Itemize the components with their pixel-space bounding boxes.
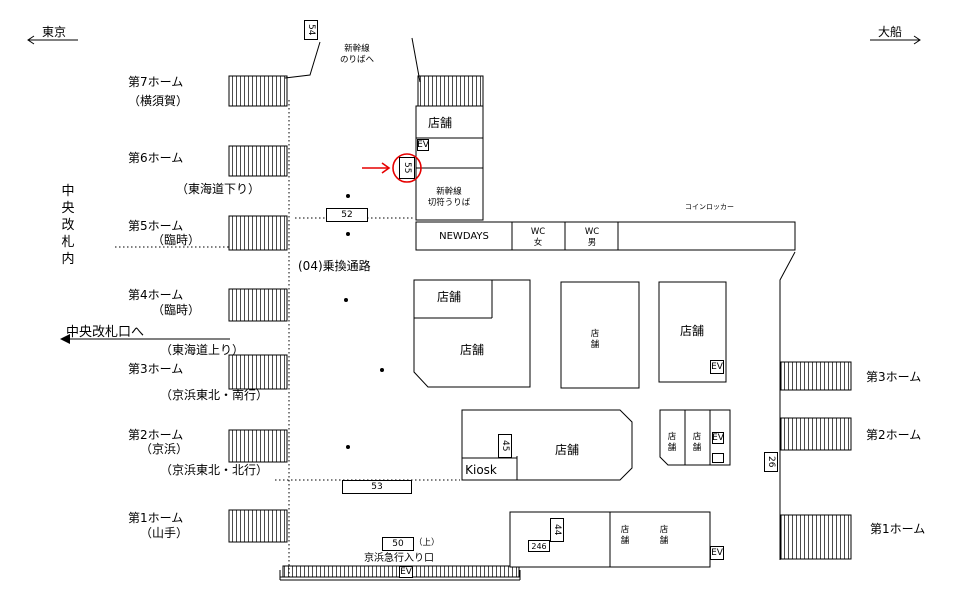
wc-men-label: WC 男 (584, 227, 600, 248)
central-gate-exit-label[interactable]: 中央改札口へ (66, 325, 145, 340)
platform-3-above: （東海道上り） (160, 343, 245, 357)
kiosk-label: Kiosk (465, 463, 497, 477)
shop-blocks (413, 279, 731, 568)
platform-6-label: 第6ホーム (128, 151, 184, 165)
exit-54-box: 54 (304, 20, 318, 40)
elevator-icon: EV (399, 566, 413, 578)
direction-tokyo: 東京 (42, 25, 67, 39)
platform-3-label: 第3ホーム (128, 362, 184, 376)
shop-label-f: 店 舗 (667, 432, 677, 453)
shop-label-h: 店 舗 (620, 525, 630, 546)
platform-5-label: 第5ホーム (128, 219, 184, 233)
platform-right-3-label: 第3ホーム (866, 370, 922, 384)
platform-2-sub2: （京浜東北・北行） (160, 463, 269, 477)
central-gate-inside-label: 中央改札内 (61, 184, 75, 267)
exit-50-note: （上） (414, 538, 440, 548)
exit-52-box: 52 (326, 208, 368, 222)
direction-arrow-right (870, 35, 921, 45)
exit-45-box: 45 (498, 434, 512, 458)
platform-right-2-label: 第2ホーム (866, 428, 922, 442)
platform-4-sub: （臨時） (152, 303, 201, 317)
exit-246-box: 246 (528, 540, 550, 552)
shop-label-b: 店舗 (459, 343, 485, 357)
exit-26-box: 26 (764, 452, 778, 472)
location-marker (362, 153, 422, 183)
shop-label-e: 店舗 (554, 443, 580, 457)
shop-label-g: 店 舗 (692, 432, 702, 453)
coin-locker-label: コインロッカー (685, 203, 734, 211)
shop-label-top: 店舗 (427, 116, 453, 130)
platform-7-sub: （横須賀） (128, 94, 189, 108)
newdays-row (415, 221, 796, 251)
elevator-icon: EV (417, 139, 429, 151)
shinkansen-block (415, 105, 484, 221)
shop-label-a: 店舗 (436, 290, 462, 304)
shop-label-i: 店 舗 (659, 525, 669, 546)
platform-6-sub: （東海道下り） (176, 182, 261, 196)
shinkansen-tickets-label: 新幹線 切符うりば (427, 187, 471, 208)
elevator-icon: EV (710, 360, 724, 374)
platform-2-sub: （京浜） (140, 442, 189, 456)
platform-1-sub: （山手） (140, 526, 189, 540)
exit-53-box: 53 (342, 480, 412, 494)
shop-label-c: 店 舗 (590, 329, 600, 350)
direction-arrow-left (27, 35, 78, 45)
central-gate-arrow (60, 334, 230, 344)
platform-right-1-label: 第1ホーム (870, 522, 926, 536)
exit-44-box: 44 (550, 518, 564, 542)
newdays-label: NEWDAYS (439, 231, 489, 242)
left-stairs (228, 75, 288, 543)
platform-4-label: 第4ホーム (128, 288, 184, 302)
platform-3-sub: （京浜東北・南行） (160, 388, 269, 402)
elevator-icon: EV (712, 432, 724, 444)
platform-1-label: 第1ホーム (128, 511, 184, 525)
direction-ofuna: 大船 (878, 25, 903, 39)
platform-5-sub: （臨時） (152, 233, 201, 247)
wc-women-label: WC 女 (530, 227, 546, 248)
shop-label-d: 店舗 (679, 324, 705, 338)
elevator-icon: EV (710, 546, 724, 560)
keikyu-entrance-label[interactable]: 京浜急行入り口 (364, 553, 434, 564)
exit-50-box: 50 (382, 537, 414, 551)
platform-2-label: 第2ホーム (128, 428, 184, 442)
shinkansen-platform-label: 新幹線 のりばへ (339, 44, 375, 65)
pillars (344, 194, 384, 449)
transfer-corridor-label: (04)乗換通路 (298, 259, 371, 273)
platform-7-label: 第7ホーム (128, 75, 184, 89)
elevator-icon-2 (712, 453, 724, 463)
exit-55-box: 55 (399, 157, 415, 179)
